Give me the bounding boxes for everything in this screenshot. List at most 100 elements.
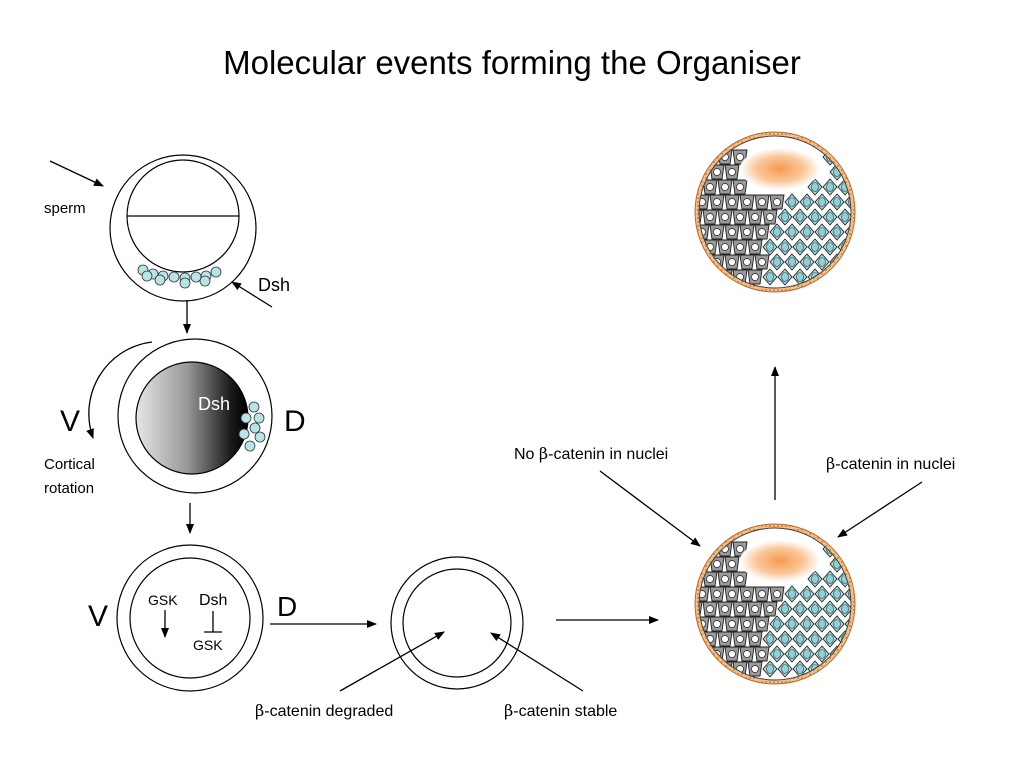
dsh-arrow [231,281,273,308]
cell-nucleus [796,272,804,282]
cell-nucleus [773,649,781,659]
blastocoel [740,540,820,582]
cell-nucleus [788,227,796,237]
embryo-cell [699,541,703,557]
sperm-arrow [49,160,104,187]
embryo-outline [698,527,852,681]
catenin-stable-label: β-catenin stable [504,701,617,720]
cell-nucleus [706,575,714,583]
stage4-inner-ring [402,568,512,678]
cell-nucleus [721,243,729,251]
catenin-degraded-label: β-catenin degraded [255,701,393,720]
cell-nucleus [773,257,781,267]
cell-nucleus [736,545,744,553]
dsh-granule [249,422,261,434]
dsh-granules-dorsal [238,401,266,452]
cell-nucleus [713,620,721,628]
no-catenin-label: No β-catenin in nuclei [514,444,668,463]
cell-nucleus [766,664,774,674]
cell-nucleus [728,228,736,236]
cell-nucleus [758,198,766,206]
cell-nucleus [736,605,744,613]
dsh-granule [254,431,266,443]
cortical-rotation-arrow [86,341,153,439]
cell-nucleus [692,576,699,583]
embryo-cell [837,660,851,678]
dsh-granule [199,275,211,287]
stage2-egg: Dsh V D Cortical rotation [44,338,306,497]
cell-nucleus [773,619,781,629]
cell-nucleus [721,635,729,643]
embryo-cell [702,269,718,285]
cell-nucleus [728,198,736,206]
cell-nucleus [706,273,714,281]
cell-nucleus [811,574,819,584]
cell-nucleus [826,574,834,584]
cell-nucleus [699,258,706,266]
cell-nucleus [743,620,751,628]
cell-nucleus [721,213,729,221]
cell-nucleus [803,197,811,207]
cell-nucleus [743,198,751,206]
cell-nucleus [781,664,789,674]
cell-nucleus [811,212,819,222]
cell-nucleus [811,604,819,614]
rotation-label: rotation [44,480,94,497]
cell-nucleus [751,243,759,251]
cell-nucleus [833,227,841,237]
stage3-dsh-label: Dsh [199,592,227,609]
slide-title: Molecular events forming the Organiser [223,44,801,81]
cell-nucleus [706,545,714,553]
cell-nucleus [796,634,804,644]
cell-nucleus [692,636,699,643]
cell-nucleus [758,590,766,598]
cell-nucleus [751,635,759,643]
dsh-granule [141,270,153,282]
cell-nucleus [713,198,721,206]
cell-nucleus [833,589,841,599]
cell-nucleus [796,242,804,252]
cell-nucleus [811,242,819,252]
cell-nucleus [826,242,834,252]
dsh-granule [168,271,180,283]
stage3-outer-ring [116,544,264,692]
cell-nucleus [796,604,804,614]
cell-nucleus [826,634,834,644]
cell-nucleus [706,605,714,613]
cell-nucleus [773,198,781,206]
embryo-cell [844,645,851,663]
cell-nucleus [758,228,766,236]
cell-nucleus [788,649,796,659]
cell-nucleus [788,589,796,599]
cell-nucleus [841,272,849,282]
cell-nucleus [788,619,796,629]
cell-nucleus [818,257,826,267]
embryo-cell [837,540,851,558]
cell-nucleus [818,589,826,599]
dsh-granule [248,401,260,413]
cell-nucleus [826,272,834,282]
embryo-cell [837,148,851,166]
catenin-arrow [837,481,923,538]
stage3-ventral-label: V [88,600,108,633]
dsh-granule [253,412,265,424]
cell-nucleus [841,212,849,222]
cell-nucleus [766,605,774,613]
embryo-cell [699,149,703,165]
dsh-granule [238,428,250,440]
cell-nucleus [758,258,766,266]
cell-nucleus [736,153,744,161]
cell-nucleus [728,168,736,176]
cell-nucleus [721,575,729,583]
cell-nucleus [743,228,751,236]
cell-nucleus [803,589,811,599]
cell-nucleus [841,664,849,674]
dsh-granule [190,271,202,283]
cell-nucleus [788,197,796,207]
sperm-label: sperm [44,200,86,217]
stage2-dorsal-label: D [284,405,306,438]
cell-nucleus [692,244,699,251]
cell-nucleus [796,212,804,222]
cell-nucleus [833,619,841,629]
